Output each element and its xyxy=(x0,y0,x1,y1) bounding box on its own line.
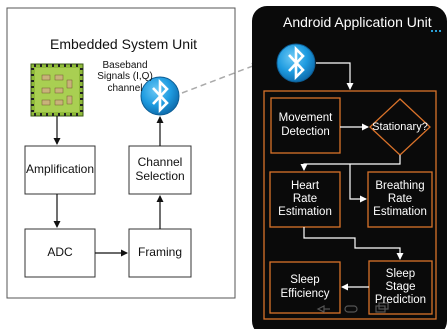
framing-label: Framing xyxy=(137,245,182,260)
sleep-stage-label: Sleep Stage Prediction xyxy=(374,267,427,307)
breathing-rate-block xyxy=(367,171,433,228)
movement-detection-label: Movement Detection xyxy=(278,112,333,138)
breathing-rate-label: Breathing Rate Estimation xyxy=(373,179,427,219)
movement-detection-block xyxy=(270,97,341,154)
adc-label: ADC xyxy=(47,245,73,260)
signal-indicator xyxy=(431,30,441,32)
arrow-stationary-to-heart-rate xyxy=(300,155,401,171)
embedded-title: Embedded System Unit xyxy=(50,36,198,52)
bluetooth-icon xyxy=(140,76,180,116)
android-title: Android Application Unit xyxy=(283,14,432,30)
home-icon[interactable] xyxy=(344,305,358,313)
wireless-link-arrow xyxy=(181,62,259,94)
channel-selection-label: Channel Selection xyxy=(135,155,185,183)
sleep-efficiency-block xyxy=(269,261,341,314)
chip-icon xyxy=(30,63,84,117)
amplification-block xyxy=(24,145,96,195)
arrow-bluetooth-to-panel xyxy=(316,62,354,90)
arrow-estimation-to-sleep-stage xyxy=(303,227,404,260)
channel-selection-block xyxy=(128,145,192,195)
heart-rate-block xyxy=(269,171,341,228)
processing-panel xyxy=(263,90,437,320)
bluetooth-icon xyxy=(276,43,316,83)
heart-rate-label: Heart Rate Estimation xyxy=(278,179,332,219)
stationary-label: Stationary? xyxy=(372,120,428,133)
back-icon[interactable] xyxy=(316,305,330,313)
arrow-stationary-to-breathing-rate xyxy=(349,164,367,203)
sleep-efficiency-label: Sleep Efficiency xyxy=(280,274,330,300)
amplification-label: Amplification xyxy=(25,162,95,177)
chip-caption: Baseband Signals (I,Q) channel xyxy=(97,59,153,94)
recents-icon[interactable] xyxy=(375,302,389,313)
